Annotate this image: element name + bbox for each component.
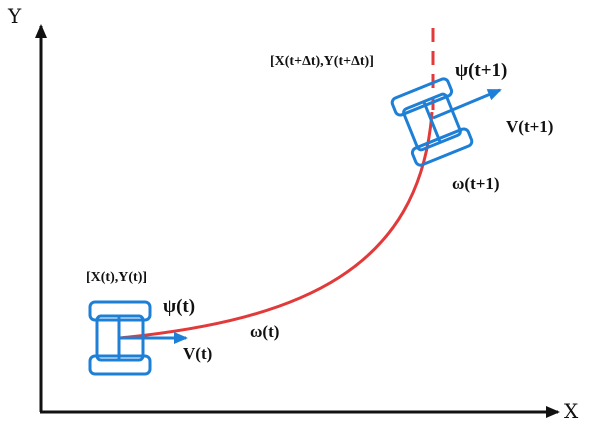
robot-at-t-plus-1 [390, 77, 474, 167]
angular-velocity-next-label: ω(t+1) [452, 174, 500, 193]
x-axis-label: X [564, 399, 579, 423]
angular-velocity-t-label: ω(t) [250, 322, 280, 341]
heading-next-label: ψ(t+1) [455, 60, 508, 81]
velocity-next-label: V(t+1) [506, 117, 554, 136]
velocity-arrow-t-plus-1 [432, 88, 502, 120]
position-t-label: [X(t),Y(t)] [86, 270, 148, 285]
heading-t-label: ψ(t) [163, 296, 196, 317]
trajectory-curve [119, 111, 434, 340]
velocity-t-label: V(t) [183, 344, 213, 363]
position-next-label: [X(t+Δt),Y(t+Δt)] [270, 54, 374, 69]
y-axis-label: Y [8, 4, 22, 28]
